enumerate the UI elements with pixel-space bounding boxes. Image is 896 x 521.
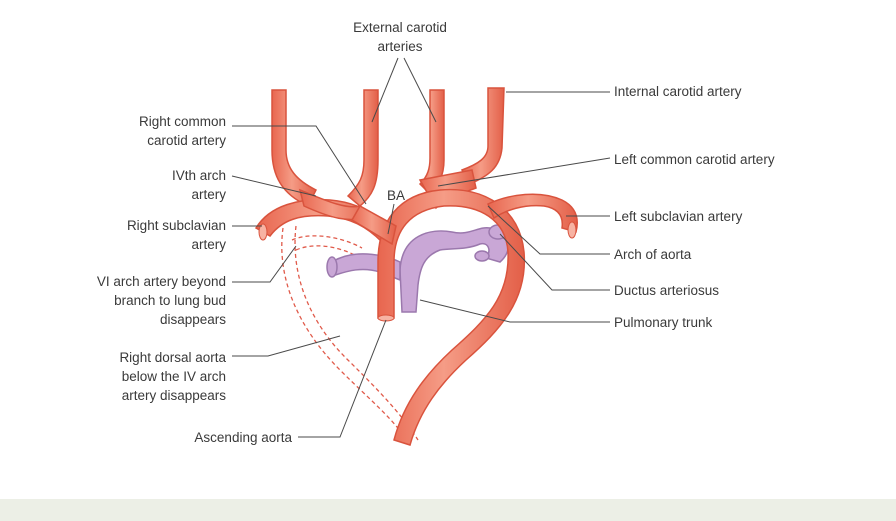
label-line: disappears [159, 312, 226, 327]
arteries [254, 87, 578, 446]
label-right-dorsal-aorta: Right dorsal aorta below the IV arch art… [60, 348, 226, 405]
caption-band [0, 499, 896, 521]
leader-lines [231, 57, 611, 438]
label-line: VI arch artery beyond [96, 274, 226, 289]
label-line: arteries [377, 39, 423, 54]
right-dorsal-aorta-dashed [281, 225, 419, 446]
label-line: IVth arch [171, 168, 226, 183]
label-ba: BA [386, 188, 405, 203]
label-ductus-arteriosus: Ductus arteriosus [614, 283, 720, 298]
label-external-carotid: External carotid arteries [330, 18, 470, 56]
label-ivth-arch: IVth arch artery [100, 166, 226, 204]
label-left-subclavian: Left subclavian artery [614, 209, 743, 224]
pulmonary-vessels [326, 224, 510, 313]
label-line: artery [191, 237, 226, 252]
label-line: Right common [138, 114, 226, 129]
right-vi-arch-dashed [291, 235, 363, 259]
label-line: carotid artery [147, 133, 226, 148]
label-line: artery disappears [121, 388, 226, 403]
label-ascending-aorta: Ascending aorta [194, 430, 292, 445]
label-arch-of-aorta: Arch of aorta [614, 247, 692, 262]
label-internal-carotid: Internal carotid artery [614, 84, 742, 99]
vessel-openings [258, 221, 577, 322]
label-right-common-carotid: Right common carotid artery [60, 112, 226, 150]
label-line: below the IV arch [121, 369, 226, 384]
label-right-subclavian: Right subclavian artery [60, 216, 226, 254]
label-line: artery [191, 187, 226, 202]
label-vi-arch: VI arch artery beyond branch to lung bud… [40, 272, 226, 329]
label-left-common-carotid: Left common carotid artery [614, 152, 775, 167]
label-line: Right dorsal aorta [119, 350, 226, 365]
label-pulmonary-trunk: Pulmonary trunk [614, 315, 713, 330]
label-line: Right subclavian [126, 218, 226, 233]
label-line: branch to lung bud [114, 293, 226, 308]
label-line: External carotid [353, 20, 447, 35]
